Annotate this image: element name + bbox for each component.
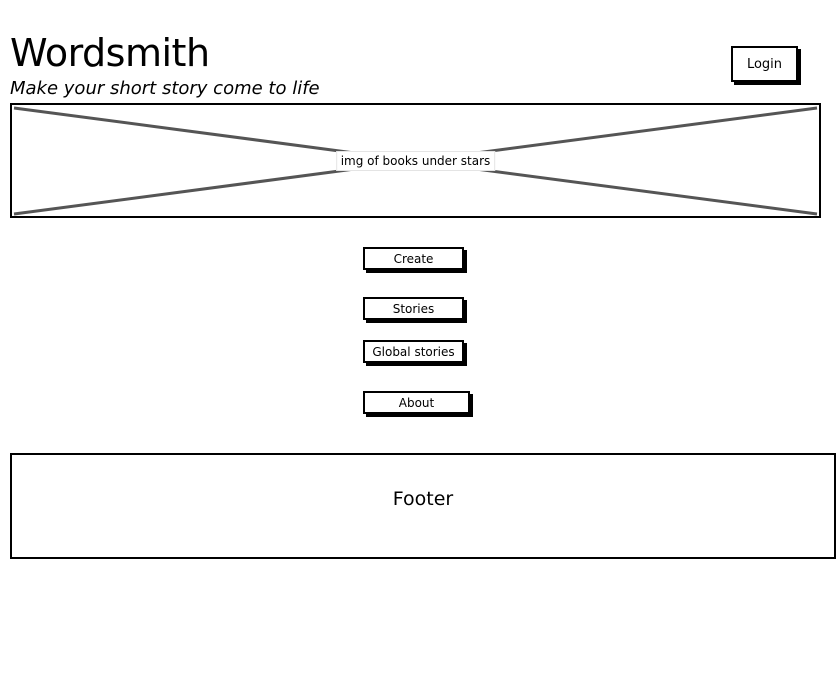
hero-image-placeholder: img of books under stars	[10, 103, 821, 218]
hero-image-label: img of books under stars	[335, 150, 496, 171]
footer-label: Footer	[392, 488, 454, 510]
about-button[interactable]: About	[363, 391, 470, 414]
site-tagline: Make your short story come to life	[10, 78, 320, 99]
login-button[interactable]: Login	[731, 46, 798, 82]
stories-button[interactable]: Stories	[363, 297, 464, 320]
site-title: Wordsmith	[10, 31, 210, 75]
footer: Footer	[10, 453, 836, 559]
global-stories-button[interactable]: Global stories	[363, 340, 464, 363]
create-button[interactable]: Create	[363, 247, 464, 270]
